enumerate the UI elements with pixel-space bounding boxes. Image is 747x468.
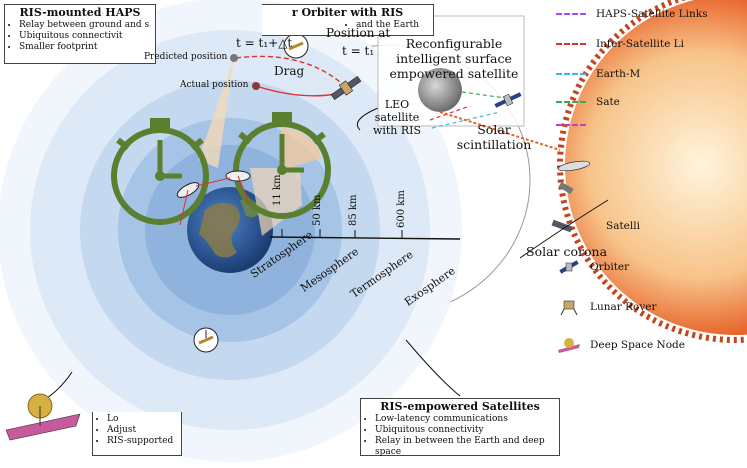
leo-info-box: Lo Adjust RIS-supported bbox=[92, 412, 182, 456]
deep-space-node-icon bbox=[558, 338, 580, 353]
leo-box-list: Lo Adjust RIS-supported bbox=[97, 414, 177, 447]
altitude-label: 85 km bbox=[348, 194, 359, 226]
inter-sat-link bbox=[429, 105, 471, 121]
altitude-label: 11 km bbox=[272, 174, 283, 206]
current-time-label: t = t₁ bbox=[342, 44, 375, 58]
legend-link-item bbox=[556, 124, 596, 126]
dashed-line-icon bbox=[556, 124, 586, 126]
legend-link-item: Sate bbox=[556, 96, 620, 108]
legend-link-item: Inter-Satellite Li bbox=[556, 38, 684, 50]
legend-link-item: Earth-M bbox=[556, 68, 640, 80]
solar-corona-pointer bbox=[519, 199, 609, 259]
position-at-label: Position at bbox=[326, 26, 391, 40]
satellite-icon bbox=[330, 75, 362, 101]
altitude-label: 600 km bbox=[396, 190, 407, 228]
legend-label: Deep Space Node bbox=[590, 339, 685, 351]
legend-label: Earth-M bbox=[596, 68, 641, 80]
legend-node-item: Orbiter bbox=[556, 258, 629, 276]
ris-satellite-label: Reconfigurable intelligent surface empow… bbox=[389, 36, 519, 81]
coverage-beam bbox=[250, 168, 302, 236]
orbiter-icon bbox=[494, 92, 522, 108]
earth-moon-link bbox=[431, 111, 501, 129]
legend-label: Sate bbox=[596, 96, 620, 108]
sun bbox=[565, 0, 747, 335]
drag-arc bbox=[235, 55, 341, 83]
legend-label: Lunar Rover bbox=[590, 301, 657, 313]
actual-path bbox=[255, 85, 337, 97]
legend: HAPS-Satellite Links Inter-Satellite Li … bbox=[556, 0, 747, 464]
legend-label: HAPS-Satellite Links bbox=[596, 8, 708, 20]
spacecraft-icon bbox=[557, 160, 591, 172]
spacecraft-icon bbox=[551, 219, 573, 233]
dashed-line-icon bbox=[556, 13, 586, 15]
deep-space-telescope-icon bbox=[5, 393, 81, 441]
actual-position-marker bbox=[252, 82, 260, 90]
coverage-beam bbox=[198, 58, 234, 168]
legend-label: Orbiter bbox=[590, 261, 630, 273]
dashed-line-icon bbox=[556, 101, 586, 103]
dashed-line-icon bbox=[556, 73, 586, 75]
leader-line bbox=[405, 339, 461, 397]
predicted-position-label: Predicted position bbox=[144, 52, 228, 62]
satellites-info-box: RIS-empowered Satellites Low-latency com… bbox=[360, 398, 560, 458]
list-item: Relay in between the Earth and deep spac… bbox=[375, 436, 555, 458]
leo-satellite-label: LEO satellite with RIS bbox=[372, 98, 422, 137]
legend-link-item: HAPS-Satellite Links bbox=[556, 8, 708, 20]
haps-icon bbox=[176, 182, 200, 226]
actual-position-label: Actual position bbox=[180, 80, 249, 90]
list-item: Relay between ground and s bbox=[19, 20, 151, 31]
legend-label: Satelli bbox=[606, 220, 640, 232]
list-item: Adjust bbox=[107, 425, 177, 436]
solar-link bbox=[439, 111, 561, 151]
solar-scintillation-label: Solar scintillation bbox=[456, 122, 532, 152]
list-item: Lo bbox=[107, 414, 177, 425]
haps-marker-icon bbox=[193, 327, 219, 353]
altitude-axis bbox=[269, 236, 461, 240]
satellites-box-list: Low-latency communications Ubiquitous co… bbox=[365, 414, 555, 458]
legend-label: Inter-Satellite Li bbox=[596, 38, 684, 50]
legend-node-item: Deep Space Node bbox=[556, 336, 685, 354]
dashed-line-icon bbox=[556, 43, 586, 45]
legend-node-item: Lunar Rover bbox=[556, 298, 657, 316]
solar-corona-label: Solar corona bbox=[526, 244, 608, 259]
clock-icon bbox=[233, 112, 331, 219]
orbiter-icon bbox=[559, 260, 579, 274]
haps-icon bbox=[195, 170, 251, 206]
haps-box-title: RIS-mounted HAPS bbox=[19, 6, 141, 19]
predicted-time-label: t = t₁+△t bbox=[236, 36, 293, 50]
orbiter-box-title: r Orbiter with RIS bbox=[291, 6, 404, 19]
list-item: Ubiquitous connectivity bbox=[375, 425, 555, 436]
haps-box-list: Relay between ground and s Ubiquitous co… bbox=[9, 20, 151, 53]
orbiter-box-list: and the Earth bbox=[266, 20, 429, 31]
lunar-rover-icon bbox=[560, 300, 578, 316]
orbiter-info-box: r Orbiter with RIS and the Earth bbox=[262, 4, 434, 36]
haps-info-box: RIS-mounted HAPS Relay between ground an… bbox=[4, 4, 156, 64]
list-item: Smaller footprint bbox=[19, 42, 151, 53]
clock-icon bbox=[111, 118, 209, 225]
spacecraft-icon bbox=[558, 181, 574, 195]
list-item: RIS-supported bbox=[107, 436, 177, 447]
moon bbox=[418, 68, 462, 112]
altitude-label: 50 km bbox=[312, 194, 323, 226]
earth-continent bbox=[199, 202, 240, 258]
sun-edge bbox=[557, 0, 747, 343]
list-item: Ubiquitous connectivit bbox=[19, 31, 151, 42]
satellites-box-title: RIS-empowered Satellites bbox=[380, 400, 540, 413]
legend-node-item: Satelli bbox=[606, 220, 640, 232]
sat-link bbox=[461, 91, 506, 99]
list-item: Low-latency communications bbox=[375, 414, 555, 425]
connector-arrow bbox=[356, 107, 379, 131]
predicted-position-marker bbox=[230, 54, 238, 62]
list-item: and the Earth bbox=[356, 20, 429, 31]
drag-label: Drag bbox=[274, 64, 305, 78]
